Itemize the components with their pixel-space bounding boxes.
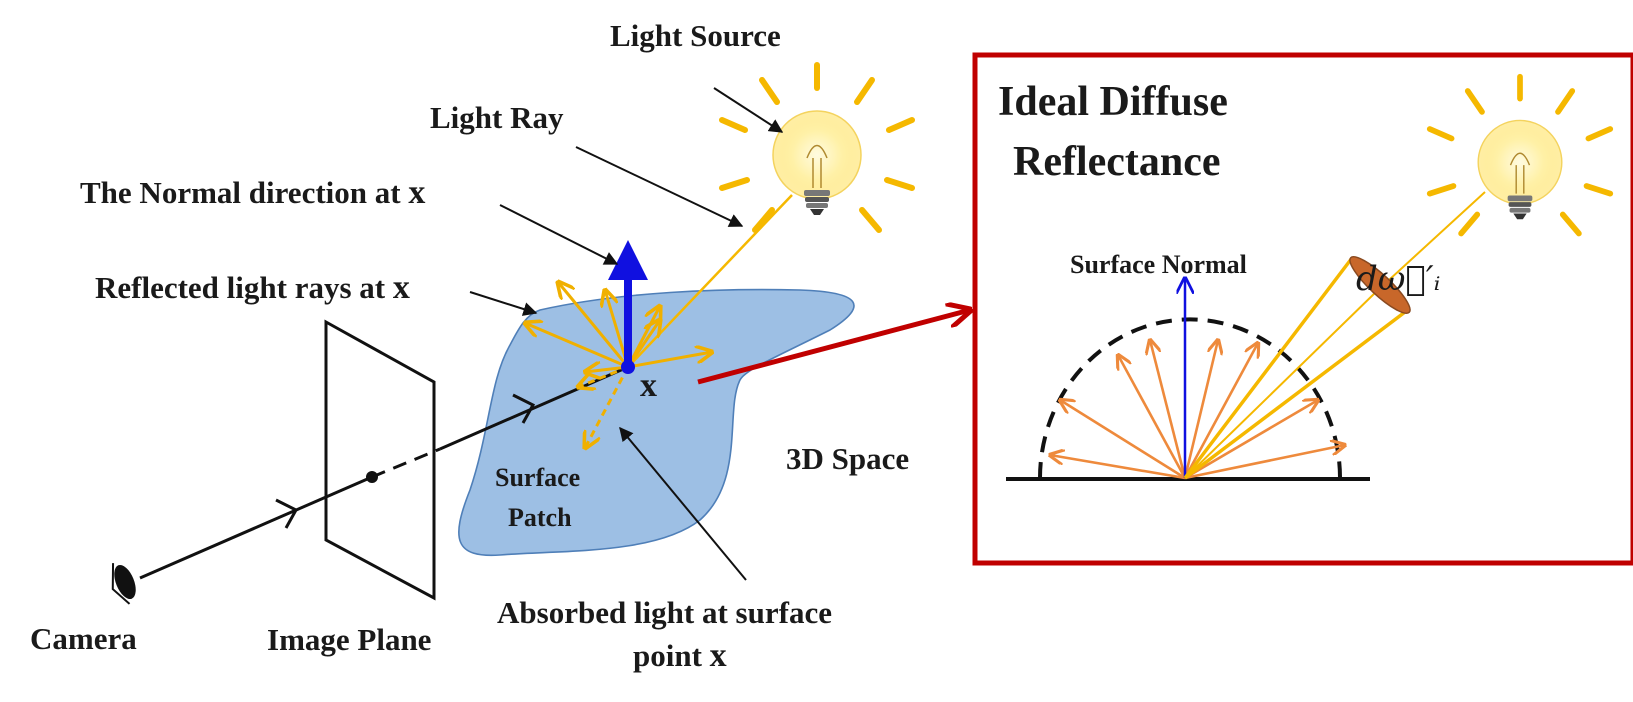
camera-ray bbox=[139, 475, 373, 580]
absorbed-rays bbox=[578, 365, 630, 448]
label-surface-patch-1: Surface bbox=[495, 463, 580, 492]
surface-point-x bbox=[621, 360, 635, 374]
ray-chevron-2 bbox=[512, 393, 536, 424]
label-3d-space: 3D Space bbox=[786, 441, 909, 476]
label-camera: Camera bbox=[30, 621, 137, 656]
camera-ray-hidden bbox=[371, 447, 441, 479]
image-plane bbox=[324, 319, 436, 601]
label-light-source: Light Source bbox=[610, 18, 781, 53]
label-surface-patch-2: Patch bbox=[508, 503, 572, 532]
label-absorbed-1: Absorbed light at surface bbox=[497, 595, 832, 630]
label-point-x: x bbox=[640, 367, 657, 404]
callout-arrows bbox=[469, 87, 784, 581]
reflected-rays bbox=[525, 282, 712, 372]
label-image-plane: Image Plane bbox=[267, 622, 431, 657]
inset-title-line1: Ideal Diffuse bbox=[998, 79, 1228, 125]
label-light-ray: Light Ray bbox=[430, 100, 564, 135]
eye-icon bbox=[111, 563, 136, 605]
solid-angle-lens bbox=[1349, 256, 1411, 314]
label-absorbed-2: point x bbox=[633, 637, 727, 674]
lightbulb-icon bbox=[722, 65, 912, 230]
inset-surface-normal-label: Surface Normal bbox=[1070, 250, 1247, 279]
incident-cone bbox=[1183, 256, 1407, 480]
ray-plane-intersection bbox=[366, 471, 378, 483]
hemisphere bbox=[1038, 317, 1342, 479]
solid-angle-label: dω⃗′ᵢ bbox=[1356, 259, 1440, 299]
ray-chevron-1 bbox=[275, 498, 299, 529]
label-reflected-rays: Reflected light rays at x bbox=[95, 269, 410, 306]
inset-light-ray bbox=[1377, 191, 1486, 291]
zoom-pointer-arrow bbox=[697, 310, 970, 385]
label-normal-direction: The Normal direction at x bbox=[80, 174, 425, 211]
inset-reflected-rays bbox=[1050, 340, 1345, 480]
inset-title-line2: Reflectance bbox=[1013, 139, 1221, 185]
